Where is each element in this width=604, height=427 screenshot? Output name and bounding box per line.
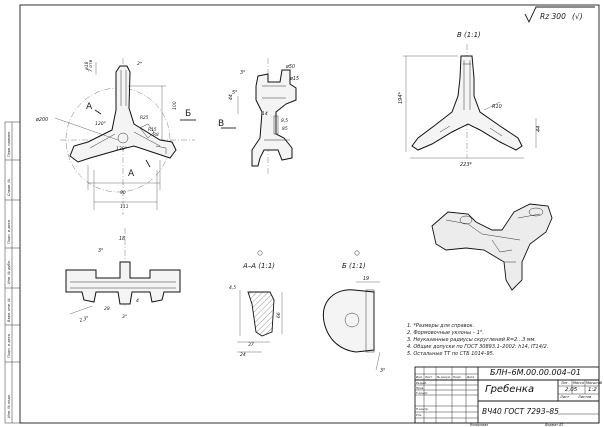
tb-row-label: Лист (425, 375, 433, 379)
dim-label: 19 (363, 276, 369, 282)
side-strip-label: Взам. инв. № (7, 298, 11, 322)
dim-label: R10 (492, 104, 502, 110)
note-line: 1. *Размеры для справок. (407, 323, 475, 329)
note-line: 5. Остальные ТТ по СТБ 1014–95. (407, 351, 495, 357)
dim-label: 90 (120, 190, 126, 196)
side-strip-label: Подп. и дата (7, 220, 11, 244)
title-block (414, 366, 600, 424)
dim-label: R15 (148, 127, 157, 133)
dim-label: 24 (240, 352, 246, 358)
view-title: Б (1:1) (342, 262, 366, 270)
dim-label: 120° (116, 146, 127, 152)
side-strip-label: Инв. № дубл. (7, 260, 11, 284)
roughness-paren: (√) (572, 12, 583, 21)
side-strip-label: Справ. № (7, 179, 11, 196)
dim-label: 7 отв (88, 59, 94, 72)
view-title: В (1:1) (457, 31, 481, 39)
section-marker: Б (185, 109, 191, 119)
note-line: 2. Формовочные уклоны – 1°. (407, 330, 484, 336)
material: ВЧ40 ГОСТ 7293–85 (482, 407, 559, 416)
side-strip-label: Инв. № подл. (7, 394, 11, 418)
dim-label: 85 (282, 126, 288, 132)
isometric-view (431, 203, 553, 291)
view-b: В (1:1) 194* R10 44 223* (398, 31, 542, 168)
dim-label: ø18 (84, 61, 90, 71)
col-lit: Лит. (561, 381, 569, 385)
dim-label: ø50 (285, 64, 295, 70)
copied-label: Копировал (470, 423, 489, 427)
dim-label: R25 (140, 115, 149, 121)
roughness-label: Rz 300 (540, 12, 566, 21)
dim-label: 14 (262, 111, 268, 117)
tb-row-label: Пров. (416, 386, 425, 390)
dim-label: 3° (380, 368, 385, 374)
dim-label: 194* (398, 91, 404, 104)
tb-row-label: Подп. (453, 375, 462, 379)
dim-label: R8 (153, 132, 159, 138)
dim-label: 4,5 (229, 285, 236, 291)
side-strip-label: Перв. примен. (7, 131, 11, 157)
dim-label: 2,3* (79, 315, 91, 324)
note-line: 4. Общие допуски по ГОСТ 30893.1–2002: h… (407, 344, 549, 350)
sheet-label: Лист (560, 395, 570, 399)
dim-label: 28 (104, 306, 110, 312)
view-marker: В (218, 119, 224, 129)
tb-row-label: Н.контр. (416, 407, 429, 411)
tb-row-label: № докум. (437, 375, 451, 379)
side-view: 5° 3° ø50 ø15 44 14 8,5 85 В (218, 58, 299, 176)
dim-label: 3° (240, 70, 245, 76)
section-marker: А (128, 169, 135, 179)
dim-label: 5° (232, 90, 237, 96)
section-a-a: А–А (1:1) 4,5 66 37 24 (229, 250, 283, 358)
tb-row-label: Утв. (416, 413, 422, 417)
dim-label: 111 (120, 204, 129, 210)
view-title: А–А (1:1) (242, 262, 275, 270)
dim-label: 100 (172, 101, 178, 110)
dim-label: 2* (137, 61, 143, 67)
dim-label: 120° (95, 121, 106, 127)
front-view: ø18 7 отв 2* ø200 120° 100 R25 R15 R8 12… (35, 58, 196, 215)
dim-label: 18 (119, 236, 125, 242)
dim-label: 44 (228, 94, 234, 100)
detail-b: Б (1:1) 19 3° (322, 250, 385, 374)
tb-row-label: Т.контр. (416, 391, 429, 395)
scale-value: 1:2 (588, 387, 597, 393)
format-label: Формат А3 (545, 423, 564, 427)
section-marker: А (86, 102, 93, 112)
dim-label: ø200 (35, 117, 48, 123)
note-line: 3. Неуказанные радиусы скруглений R=2...… (407, 337, 536, 343)
part-name: Гребенка (485, 384, 535, 395)
side-strip-label: Подп. и дата (7, 334, 11, 358)
dim-label: 4 (136, 298, 139, 304)
tb-row-label: Разраб. (416, 381, 427, 385)
tb-row-label: Изм. (416, 375, 423, 379)
dim-label: 3° (122, 314, 127, 320)
designation: БЛН–6М.00.00.004–01 (490, 368, 581, 377)
sheets-label: Листов (578, 395, 592, 399)
dim-label: 8,5 (281, 118, 288, 124)
mass-value: 2,05 (565, 387, 578, 393)
dim-label: ø15 (289, 76, 299, 82)
dim-label: 37 (248, 342, 254, 348)
dim-label: 223* (460, 162, 473, 168)
dim-label: 44 (536, 126, 542, 132)
lower-left-view: 18 3° 2,3* 28 3° 4 (65, 228, 181, 324)
col-scale: Масштаб (586, 381, 603, 385)
dim-label: 66 (276, 312, 282, 318)
roughness-symbol: Rz 300 (√) (524, 6, 595, 24)
dim-label: 3° (98, 248, 103, 254)
side-strip: Перв. примен. Справ. № Подп. и дата Инв.… (4, 121, 21, 424)
col-mass: Масса (573, 381, 584, 385)
tb-row-label: Дата (467, 375, 475, 379)
